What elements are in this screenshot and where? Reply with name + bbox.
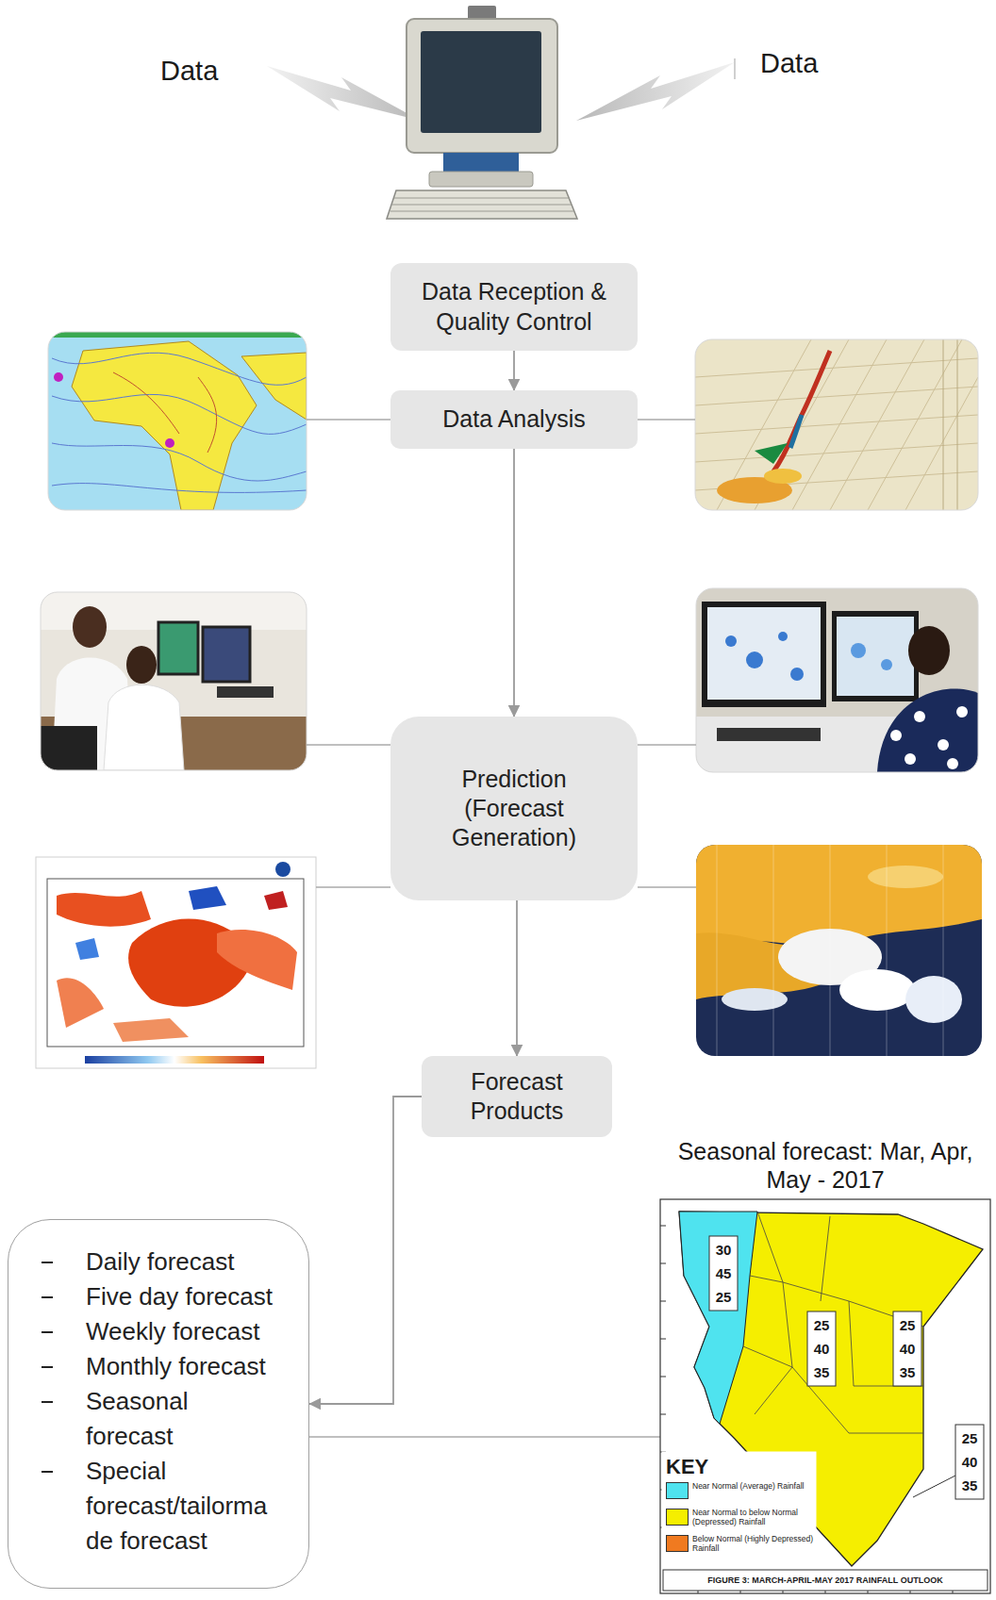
- probability-number: 45: [709, 1261, 738, 1286]
- list-item: Monthly forecast: [8, 1349, 299, 1385]
- data-label: Data: [160, 54, 246, 87]
- map-title: Seasonal forecast: Mar, Apr, May - 2017: [657, 1137, 994, 1195]
- probability-number: 40: [893, 1337, 922, 1362]
- bolt-edge: [733, 58, 736, 80]
- probability-number: 40: [807, 1337, 836, 1362]
- probability-number: 40: [955, 1450, 984, 1475]
- kenya-outlook-map: [660, 1199, 991, 1594]
- bullet-dash: [41, 1296, 53, 1299]
- probability-number: 25: [893, 1313, 922, 1338]
- list-item-text: Daily forecast: [85, 1245, 278, 1280]
- list-item: Five day forecast: [8, 1279, 299, 1315]
- flow-arrow: [513, 448, 515, 717]
- bullet-dash: [41, 1261, 53, 1264]
- process-box: Data Analysis: [390, 390, 638, 449]
- bullet-dash: [41, 1331, 53, 1334]
- data-bolt: [576, 62, 735, 121]
- map-caption: FIGURE 3: MARCH-APRIL-MAY 2017 RAINFALL …: [665, 1573, 985, 1589]
- bullet-dash: [41, 1471, 53, 1474]
- leader-lines: [306, 419, 697, 1438]
- list-item-text: Monthly forecast: [85, 1349, 278, 1385]
- list-item-text: Seasonal forecast: [85, 1384, 278, 1455]
- probability-number: 35: [807, 1361, 836, 1385]
- probability-number: 25: [709, 1285, 738, 1310]
- list-box: Daily forecastFive day forecastWeekly fo…: [7, 1219, 310, 1590]
- image-frame: [696, 588, 979, 773]
- bullet-dash: [41, 1401, 53, 1404]
- list-item: Daily forecast: [8, 1245, 299, 1280]
- image-frame: [695, 339, 979, 511]
- list-item-text: Five day forecast: [85, 1279, 278, 1315]
- node-text: Data Reception & Quality Control: [407, 277, 621, 337]
- image-frame: [48, 332, 307, 511]
- key-heading: KEY: [665, 1455, 742, 1480]
- list-item: Seasonal forecast: [8, 1384, 299, 1455]
- streamline-chart: [695, 339, 979, 511]
- probability-number: 25: [807, 1313, 836, 1338]
- legend-swatch: [665, 1535, 689, 1553]
- list-item: Weekly forecast: [8, 1314, 299, 1350]
- flow-arrow: [309, 1096, 422, 1405]
- data-bolt: [266, 66, 421, 121]
- probability-number: 35: [893, 1361, 922, 1385]
- synoptic-map: [48, 332, 307, 511]
- list-item-text: Weekly forecast: [85, 1314, 278, 1350]
- list-item: Special forecast/tailormade forecast: [8, 1454, 299, 1560]
- flow-arrow: [515, 900, 518, 1057]
- probability-number: 25: [955, 1427, 984, 1451]
- node-text: Prediction (Forecast Generation): [428, 764, 600, 854]
- legend-swatch: [665, 1482, 689, 1500]
- legend-text: Below Normal (Highly Depressed) Rainfall: [692, 1534, 814, 1554]
- process-box: Forecast Products: [421, 1056, 613, 1138]
- computer-icon: [386, 5, 578, 219]
- data-label: Data: [760, 47, 846, 80]
- node-text: Forecast Products: [436, 1067, 598, 1128]
- node-text: Data Analysis: [442, 404, 585, 434]
- probability-number: 35: [955, 1474, 984, 1498]
- satellite-image: [696, 845, 982, 1057]
- forecaster-photo: [696, 588, 979, 773]
- legend-text: Near Normal (Average) Rainfall: [692, 1481, 814, 1492]
- bullet-dash: [41, 1366, 53, 1369]
- image-frame: [40, 592, 307, 771]
- process-box: Data Reception & Quality Control: [390, 263, 638, 351]
- probability-number: 30: [709, 1238, 738, 1262]
- sst-anomaly-map: [35, 857, 316, 1069]
- list-item-text: Special forecast/tailormade forecast: [85, 1454, 278, 1560]
- legend-swatch: [665, 1509, 689, 1527]
- legend-text: Near Normal to below Normal (Depressed) …: [692, 1508, 814, 1528]
- flow-arrow: [513, 350, 515, 391]
- forecaster-photo: [40, 592, 307, 771]
- process-box: Prediction (Forecast Generation): [390, 716, 638, 901]
